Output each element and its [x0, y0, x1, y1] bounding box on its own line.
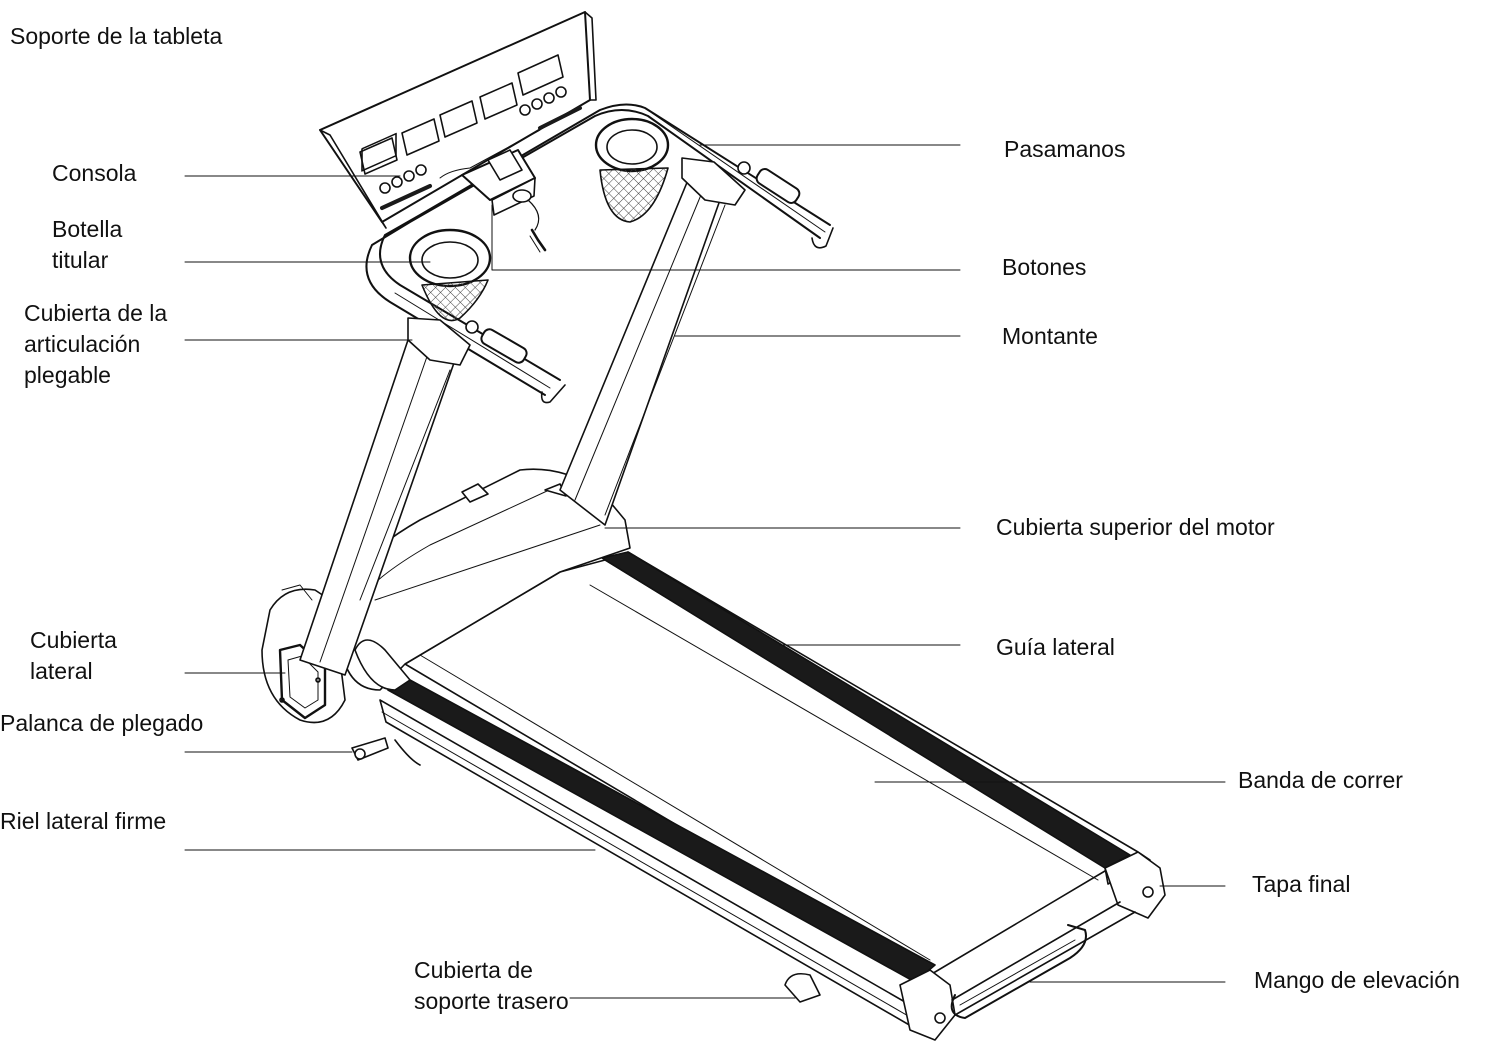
folding-joint-cover-right — [681, 157, 746, 206]
lifting-handle — [950, 924, 1087, 1019]
bottle-holder-right — [594, 117, 670, 223]
label-tablet-holder: Soporte de la tableta — [10, 23, 223, 49]
leader-lines — [184, 144, 1226, 999]
treadmill-deck — [351, 551, 1166, 1041]
handrails — [365, 103, 834, 404]
label-firm-side-rail: Riel lateral firme — [0, 808, 167, 834]
label-side-guide: Guía lateral — [996, 634, 1115, 660]
label-bottle-holder: Botella titular — [52, 216, 123, 273]
label-motor-cover: Cubierta superior del motor — [996, 514, 1275, 540]
label-running-belt: Banda de correr — [1238, 767, 1403, 793]
console — [319, 11, 597, 229]
rear-support-cover — [784, 972, 821, 1003]
running-belt-surface — [404, 559, 1111, 976]
label-buttons: Botones — [1002, 254, 1087, 280]
label-lifting-handle: Mango de elevación — [1254, 967, 1460, 993]
label-side-cover: Cubierta lateral — [30, 627, 117, 684]
label-end-cap: Tapa final — [1252, 871, 1351, 897]
label-rear-support: Cubierta de soporte trasero — [414, 957, 569, 1014]
upright-right — [559, 179, 726, 526]
buttons-module — [461, 149, 547, 253]
leader-buttons — [491, 204, 961, 271]
motor-top-cover — [339, 468, 631, 691]
end-cap-left — [899, 969, 956, 1041]
label-handrails: Pasamanos — [1004, 136, 1126, 162]
label-console: Consola — [52, 160, 137, 186]
bottle-holder-left — [408, 228, 492, 322]
label-folding-lever: Palanca de plegado — [0, 710, 204, 736]
label-folding-joint: Cubierta de la articulación plegable — [24, 300, 168, 388]
label-upright: Montante — [1002, 323, 1098, 349]
